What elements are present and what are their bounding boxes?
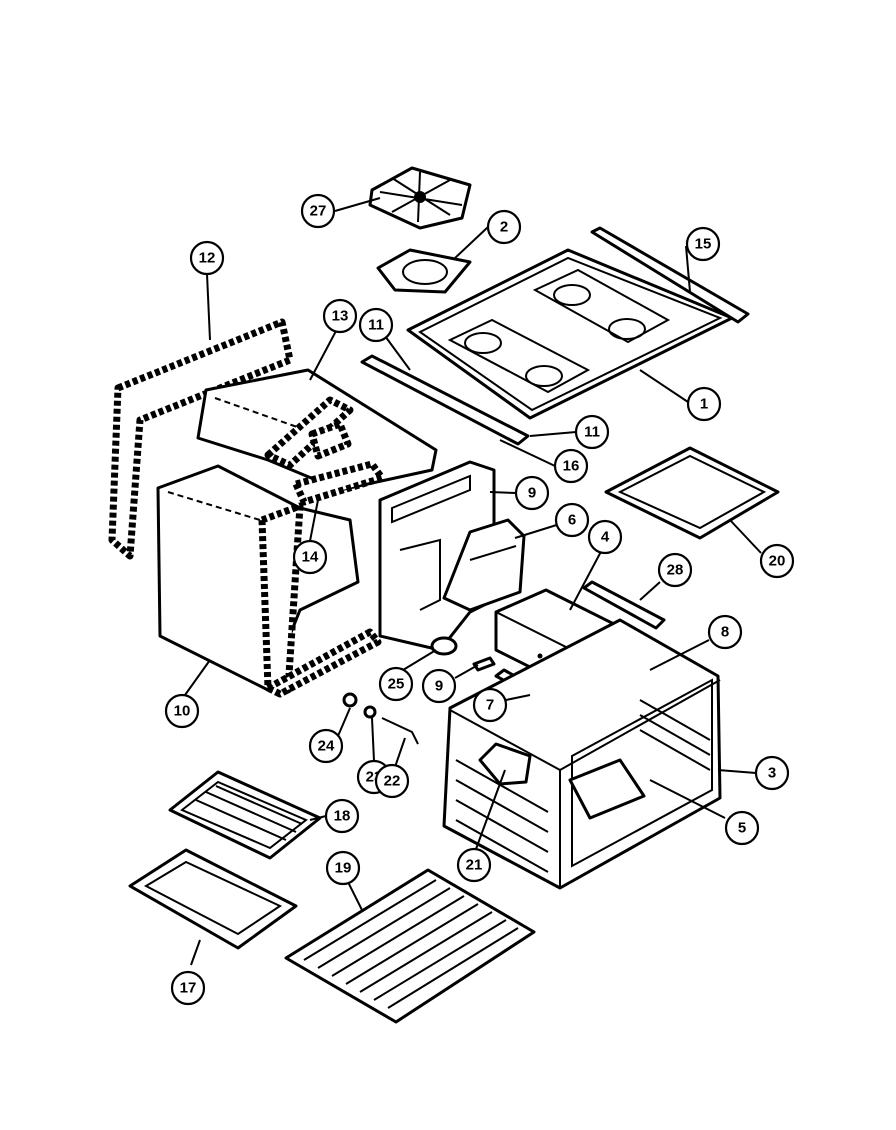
svg-text:13: 13 (332, 308, 349, 325)
svg-text:27: 27 (310, 203, 327, 220)
part-igniter (430, 636, 458, 656)
svg-text:28: 28 (667, 562, 684, 579)
callout-9: 9 (421, 668, 457, 704)
svg-text:4: 4 (601, 529, 610, 546)
svg-text:11: 11 (368, 317, 384, 334)
svg-text:21: 21 (466, 857, 483, 874)
callout-6: 6 (554, 502, 590, 538)
callout-13: 12 (189, 240, 225, 276)
callout-19: 18 (324, 798, 360, 834)
part-rear-insulation (108, 318, 294, 560)
callout-15: 14 (292, 539, 328, 575)
callout-25: 24 (308, 728, 344, 764)
svg-text:20: 20 (769, 553, 786, 570)
callout-26: 25 (378, 666, 414, 702)
part-insulation-block (292, 420, 386, 506)
part-front-trim (360, 354, 530, 446)
callout-11-top: 11 (358, 307, 394, 343)
svg-text:9: 9 (435, 678, 443, 695)
svg-text:9: 9 (528, 485, 536, 502)
part-broil-insert (168, 770, 322, 860)
callout-12: 10 (164, 693, 200, 729)
part-broil-pan (128, 848, 298, 950)
svg-text:6: 6 (568, 512, 576, 529)
svg-text:5: 5 (738, 820, 746, 837)
svg-text:7: 7 (486, 697, 494, 714)
callout-14: 13 (322, 298, 358, 334)
callout-4: 4 (587, 519, 623, 555)
callout-22: 21 (456, 847, 492, 883)
svg-text:3: 3 (768, 765, 776, 782)
svg-text:18: 18 (334, 808, 351, 825)
part-washer (363, 705, 377, 719)
svg-text:19: 19 (335, 860, 352, 877)
callout-7: 7 (472, 687, 508, 723)
svg-text:25: 25 (388, 676, 405, 693)
callout-20: 19 (325, 850, 361, 886)
svg-text:11: 11 (584, 424, 600, 441)
part-trim-strip (582, 580, 666, 630)
svg-text:1: 1 (700, 396, 708, 413)
callout-1: 1 (686, 386, 722, 422)
part-bracket (472, 656, 496, 672)
svg-text:8: 8 (721, 624, 729, 641)
svg-text:12: 12 (199, 250, 216, 267)
leader-lines (184, 197, 762, 966)
part-top-insulation (196, 368, 438, 492)
callout-5: 5 (724, 810, 760, 846)
svg-text:2: 2 (500, 219, 508, 236)
svg-text:22: 22 (384, 773, 401, 790)
callout-3: 3 (754, 755, 790, 791)
part-glass-panel (604, 446, 780, 540)
callout-2: 2 (486, 209, 522, 245)
callout-10: 9 (514, 475, 550, 511)
part-burner-grate (368, 166, 472, 230)
part-clip (381, 717, 419, 745)
callout-21: 20 (759, 543, 795, 579)
callout-28: 28 (657, 552, 693, 588)
svg-text:16: 16 (563, 458, 580, 475)
svg-text:17: 17 (180, 980, 197, 997)
svg-text:15: 15 (695, 236, 712, 253)
callout-16: 15 (685, 226, 721, 262)
part-oven-rack (284, 868, 536, 1024)
svg-text:24: 24 (318, 738, 335, 755)
callout-18: 17 (170, 970, 206, 1006)
callout-17: 16 (553, 448, 589, 484)
callout-23: 22 (374, 763, 410, 799)
part-drawer-pan (568, 758, 646, 820)
part-burner-plate (478, 742, 532, 786)
svg-text:14: 14 (302, 549, 319, 566)
part-cooktop (406, 248, 734, 420)
part-oven-box (442, 618, 722, 890)
callout-27: 27 (300, 193, 336, 229)
callout-11-bottom: 11 (574, 414, 610, 450)
part-wrap-insulation (156, 464, 382, 698)
svg-text:10: 10 (174, 703, 191, 720)
part-orifice (342, 692, 358, 708)
part-burner-bowl (376, 248, 472, 294)
callout-8: 8 (707, 614, 743, 650)
